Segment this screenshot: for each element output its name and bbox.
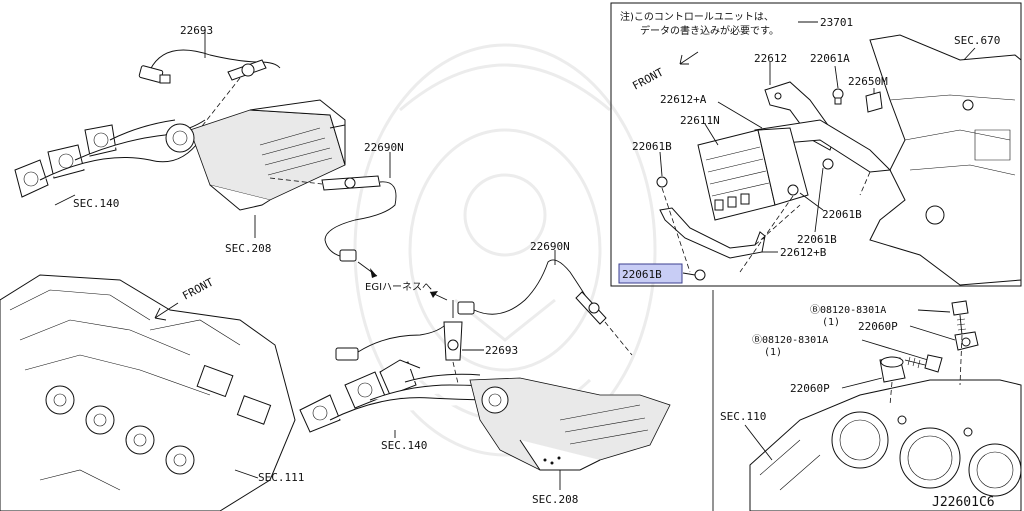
note-line-2: データの書き込みが必要です。: [640, 24, 779, 37]
bolt-08120-8301A-2[interactable]: [904, 354, 943, 373]
nut-22061B-1[interactable]: [656, 176, 668, 188]
knock-sensor-22060P-2[interactable]: [879, 356, 906, 383]
label-22061B-highlighted: 22061B: [622, 268, 662, 281]
label-22061A: 22061A: [810, 52, 850, 65]
label-sec208-top: SEC.208: [225, 242, 271, 255]
label-22612A: 22612+A: [660, 93, 707, 106]
knock-sensor-22060P-1[interactable]: [954, 331, 979, 351]
exhaust-manifold-bottom: [299, 359, 501, 433]
label-sec208-bottom: SEC.208: [532, 493, 578, 506]
clip-22650M[interactable]: [865, 91, 883, 113]
bracket-22612B: [659, 207, 766, 259]
label-front-left: FRONT: [180, 275, 216, 302]
label-22612B: 22612+B: [780, 246, 827, 259]
nut-22061B-highlighted[interactable]: [694, 269, 706, 281]
label-sec111: SEC.111: [258, 471, 304, 484]
egi-arrows: [357, 261, 448, 301]
catalytic-converter-top: [165, 99, 346, 211]
label-22061B-1: 22061B: [632, 140, 672, 153]
engine-block-left: [0, 274, 296, 511]
note-line-1: 注)このコントロールユニットは、: [620, 10, 774, 23]
engine-block-sec110: [749, 379, 1022, 511]
sensor-22690N-a[interactable]: [321, 175, 397, 262]
nut-22061B-2[interactable]: [787, 184, 799, 196]
label-sec140-bottom: SEC.140: [381, 439, 427, 452]
label-22061B-3: 22061B: [797, 233, 837, 246]
exhaust-manifold-top: [14, 119, 206, 198]
label-bolt-1-qty: (1): [822, 317, 840, 328]
front-arrow-left: [154, 302, 179, 321]
label-22690N-b: 22690N: [530, 240, 570, 253]
front-arrow-box: [679, 51, 699, 65]
sensor-22693-mid[interactable]: [335, 300, 463, 361]
label-22650M: 22650M: [848, 75, 888, 88]
sensor-22690N-b[interactable]: [457, 259, 607, 325]
label-egi-harness: EGIハーネスへ: [365, 281, 432, 293]
bolt-08120-8301A-1[interactable]: [951, 300, 969, 336]
label-23701: 23701: [820, 16, 853, 29]
label-sec140-top: SEC.140: [73, 197, 119, 210]
label-bolt-1: Ⓑ08120-8301A: [810, 304, 886, 316]
sensor-22693-top[interactable]: [138, 49, 281, 84]
label-bolt-2: Ⓑ08120-8301A: [752, 334, 828, 346]
label-22611N: 22611N: [680, 114, 720, 127]
label-22693-top: 22693: [180, 24, 213, 37]
label-22060P-1: 22060P: [858, 320, 898, 333]
label-22612: 22612: [754, 52, 787, 65]
catalytic-converter-bottom: [469, 377, 671, 471]
label-22690N-a: 22690N: [364, 141, 404, 154]
label-22061B-2: 22061B: [822, 208, 862, 221]
ecm-unit-22611N[interactable]: [697, 127, 809, 221]
label-sec110: SEC.110: [720, 410, 766, 423]
label-22693-mid: 22693: [485, 344, 518, 357]
bolt-22061A[interactable]: [832, 88, 844, 105]
label-sec670: SEC.670: [954, 34, 1000, 47]
label-front-box: FRONT: [630, 65, 666, 92]
diagram-code: J22601C6: [932, 495, 995, 510]
label-22060P-2: 22060P: [790, 382, 830, 395]
label-bolt-2-qty: (1): [764, 347, 782, 358]
nut-22061B-3[interactable]: [822, 158, 834, 170]
body-panel-sec670: [869, 34, 1022, 286]
highlight-22061B[interactable]: [618, 263, 683, 284]
